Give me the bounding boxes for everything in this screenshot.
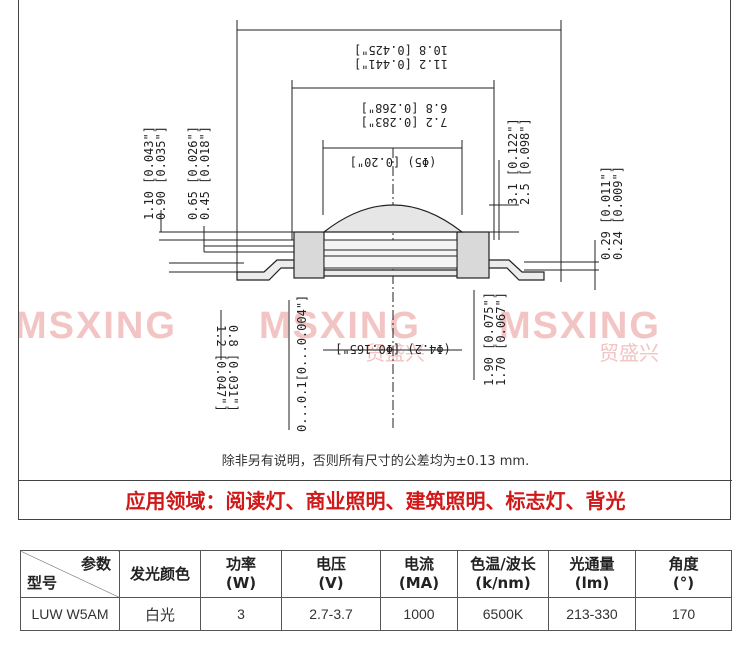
dim-0-425: [0.425"] <box>354 43 412 57</box>
dim-left-small: 0.8 [0.031"] 1.2 [0.047"] <box>214 325 240 412</box>
dim-0-283: [0.283"] <box>361 115 419 129</box>
dim-0-075: [0.075"] <box>482 292 496 350</box>
svg-text:1.2 [0.047"]: 1.2 [0.047"] <box>214 325 228 412</box>
watermark-text-2: MSXING <box>259 305 421 347</box>
dim-10-8: 10.8 <box>419 43 448 57</box>
dim-0-011: [0.011"] <box>599 166 613 224</box>
dim-6-8: 6.8 <box>426 101 448 115</box>
dim-0-29: 0.29 <box>599 231 613 260</box>
dim-0-8: 0.8 <box>226 325 240 347</box>
dim-0-268: [0.268"] <box>361 101 419 115</box>
svg-text:0.29 [0.011"]: 0.29 [0.011"] <box>599 166 613 260</box>
cell-power: 3 <box>200 597 282 631</box>
led-dimension-drawing: MSXING MSXING MSXING 贸盛兴 贸盛兴 <box>19 20 661 432</box>
svg-text:0.8 [0.031"]: 0.8 [0.031"] <box>226 325 240 412</box>
tolerance-note-value: ±0.13 mm. <box>455 454 530 469</box>
svg-text:1.70 [0.067"]: 1.70 [0.067"] <box>494 292 508 386</box>
dim-1-10: 1.10 <box>142 191 156 220</box>
dim-0-65: 0.65 <box>186 191 200 220</box>
cell-flux: 213-330 <box>548 597 636 631</box>
dim-0-018: [0.018"] <box>198 126 212 184</box>
svg-text:6.8 [0.268"]: 6.8 [0.268"] <box>361 101 448 115</box>
cell-color: 白光 <box>119 597 201 631</box>
cell-model: LUW W5AM <box>20 597 120 631</box>
dim-pad-height: 1.90 [0.075"] 1.70 [0.067"] <box>482 292 508 386</box>
svg-text:2.5 [0.098"]: 2.5 [0.098"] <box>518 118 532 205</box>
svg-text:0.45 [0.018"]: 0.45 [0.018"] <box>198 126 212 220</box>
watermark: MSXING MSXING MSXING 贸盛兴 贸盛兴 <box>19 305 661 365</box>
dim-left-height-2: 0.65 [0.026"] 0.45 [0.018"] <box>186 126 212 220</box>
svg-text:10.8 [0.425"]: 10.8 [0.425"] <box>354 43 448 57</box>
svg-text:7.2 [0.283"]: 7.2 [0.283"] <box>361 115 448 129</box>
watermark-cn-2: 贸盛兴 <box>599 341 659 365</box>
dim-0-24: 0.24 <box>611 231 625 260</box>
header-current: 电流(MA) <box>380 550 458 598</box>
svg-text:0.90 [0.035"]: 0.90 [0.035"] <box>154 126 168 220</box>
dim-0-441: [0.441"] <box>354 57 412 71</box>
dim-0-45: 0.45 <box>198 191 212 220</box>
watermark-cn-1: 贸盛兴 <box>365 341 425 365</box>
dim-3-1: 3.1 <box>506 183 520 205</box>
svg-text:1.90 [0.075"]: 1.90 [0.075"] <box>482 292 496 386</box>
dim-0-043: [0.043"] <box>142 126 156 184</box>
dim-lens-diameter: (Φ5) [0.20"] <box>350 155 437 169</box>
dim-0-122: [0.122"] <box>506 118 520 176</box>
applications-banner: 应用领域：阅读灯、商业照明、建筑照明、标志灯、背光 <box>19 480 732 520</box>
header-voltage: 电压(V) <box>281 550 381 598</box>
header-cct: 色温/波长(k/nm) <box>457 550 549 598</box>
dim-0-067: [0.067"] <box>494 292 508 350</box>
dim-body-width: 6.8 [0.268"] 7.2 [0.283"] <box>361 101 448 129</box>
tolerance-note-text: 除非另有说明，否则所有尺寸的公差均为 <box>221 454 456 469</box>
cell-angle: 170 <box>635 597 732 631</box>
dim-1-2: 1.2 <box>214 325 228 347</box>
dim-0-035: [0.035"] <box>154 126 168 184</box>
dim-2-5: 2.5 <box>518 183 532 205</box>
lens-dome <box>322 204 464 233</box>
dim-11-2: 11.2 <box>419 57 448 71</box>
table-row: LUW W5AM 白光 3 2.7-3.7 1000 6500K 213-330… <box>20 597 732 631</box>
dim-0-026: [0.026"] <box>186 126 200 184</box>
header-power: 功率(W) <box>200 550 282 598</box>
dim-0-009: [0.009"] <box>611 166 625 224</box>
dim-0-90: 0.90 <box>154 191 168 220</box>
dim-overall-width: 10.8 [0.425"] 11.2 [0.441"] <box>354 43 448 71</box>
applications-text: 应用领域：阅读灯、商业照明、建筑照明、标志灯、背光 <box>125 489 626 513</box>
cell-cct: 6500K <box>457 597 549 631</box>
svg-text:0.24 [0.009"]: 0.24 [0.009"] <box>611 166 625 260</box>
watermark-text-1: MSXING <box>19 305 177 347</box>
dim-bottom-gap: 0...0.1[0...0.004"] <box>295 295 309 432</box>
cell-voltage: 2.7-3.7 <box>281 597 381 631</box>
header-color: 发光颜色 <box>119 550 201 598</box>
header-flux: 光通量(lm) <box>548 550 636 598</box>
svg-text:1.10 [0.043"]: 1.10 [0.043"] <box>142 126 156 220</box>
cell-current: 1000 <box>380 597 458 631</box>
svg-text:3.1 [0.122"]: 3.1 [0.122"] <box>506 118 520 205</box>
drawing-frame: MSXING MSXING MSXING 贸盛兴 贸盛兴 <box>18 0 732 520</box>
dim-0-047: [0.047"] <box>214 354 228 412</box>
svg-text:0.65 [0.026"]: 0.65 [0.026"] <box>186 126 200 220</box>
dim-0-031: [0.031"] <box>226 354 240 412</box>
dim-1-70: 1.70 <box>494 357 508 386</box>
header-param: 参数 <box>80 555 111 573</box>
dim-7-2: 7.2 <box>426 115 448 129</box>
led-body <box>236 204 545 281</box>
svg-text:11.2 [0.441"]: 11.2 [0.441"] <box>354 57 448 71</box>
tolerance-note: 除非另有说明，否则所有尺寸的公差均为±0.13 mm. <box>19 450 732 469</box>
dim-left-height-1: 1.10 [0.043"] 0.90 [0.035"] <box>142 126 168 220</box>
header-param-model: 参数 型号 <box>20 550 120 598</box>
spec-table: 参数 型号 发光颜色 功率(W) 电压(V) 电流(MA) 色温/波长(k/nm… <box>20 550 732 631</box>
header-model: 型号 <box>27 574 58 592</box>
dim-total-height: 3.1 [0.122"] 2.5 [0.098"] <box>506 118 532 205</box>
dim-pad-diameter: (Φ4.2) [Φ0.165"] <box>335 342 451 356</box>
header-angle: 角度(°) <box>635 550 732 598</box>
dim-1-90: 1.90 <box>482 357 496 386</box>
dim-lead-thickness: 0.29 [0.011"] 0.24 [0.009"] <box>599 166 625 260</box>
dim-0-098: [0.098"] <box>518 118 532 176</box>
table-header-row: 参数 型号 发光颜色 功率(W) 电压(V) 电流(MA) 色温/波长(k/nm… <box>20 550 732 598</box>
watermark-text-3: MSXING <box>499 305 661 347</box>
